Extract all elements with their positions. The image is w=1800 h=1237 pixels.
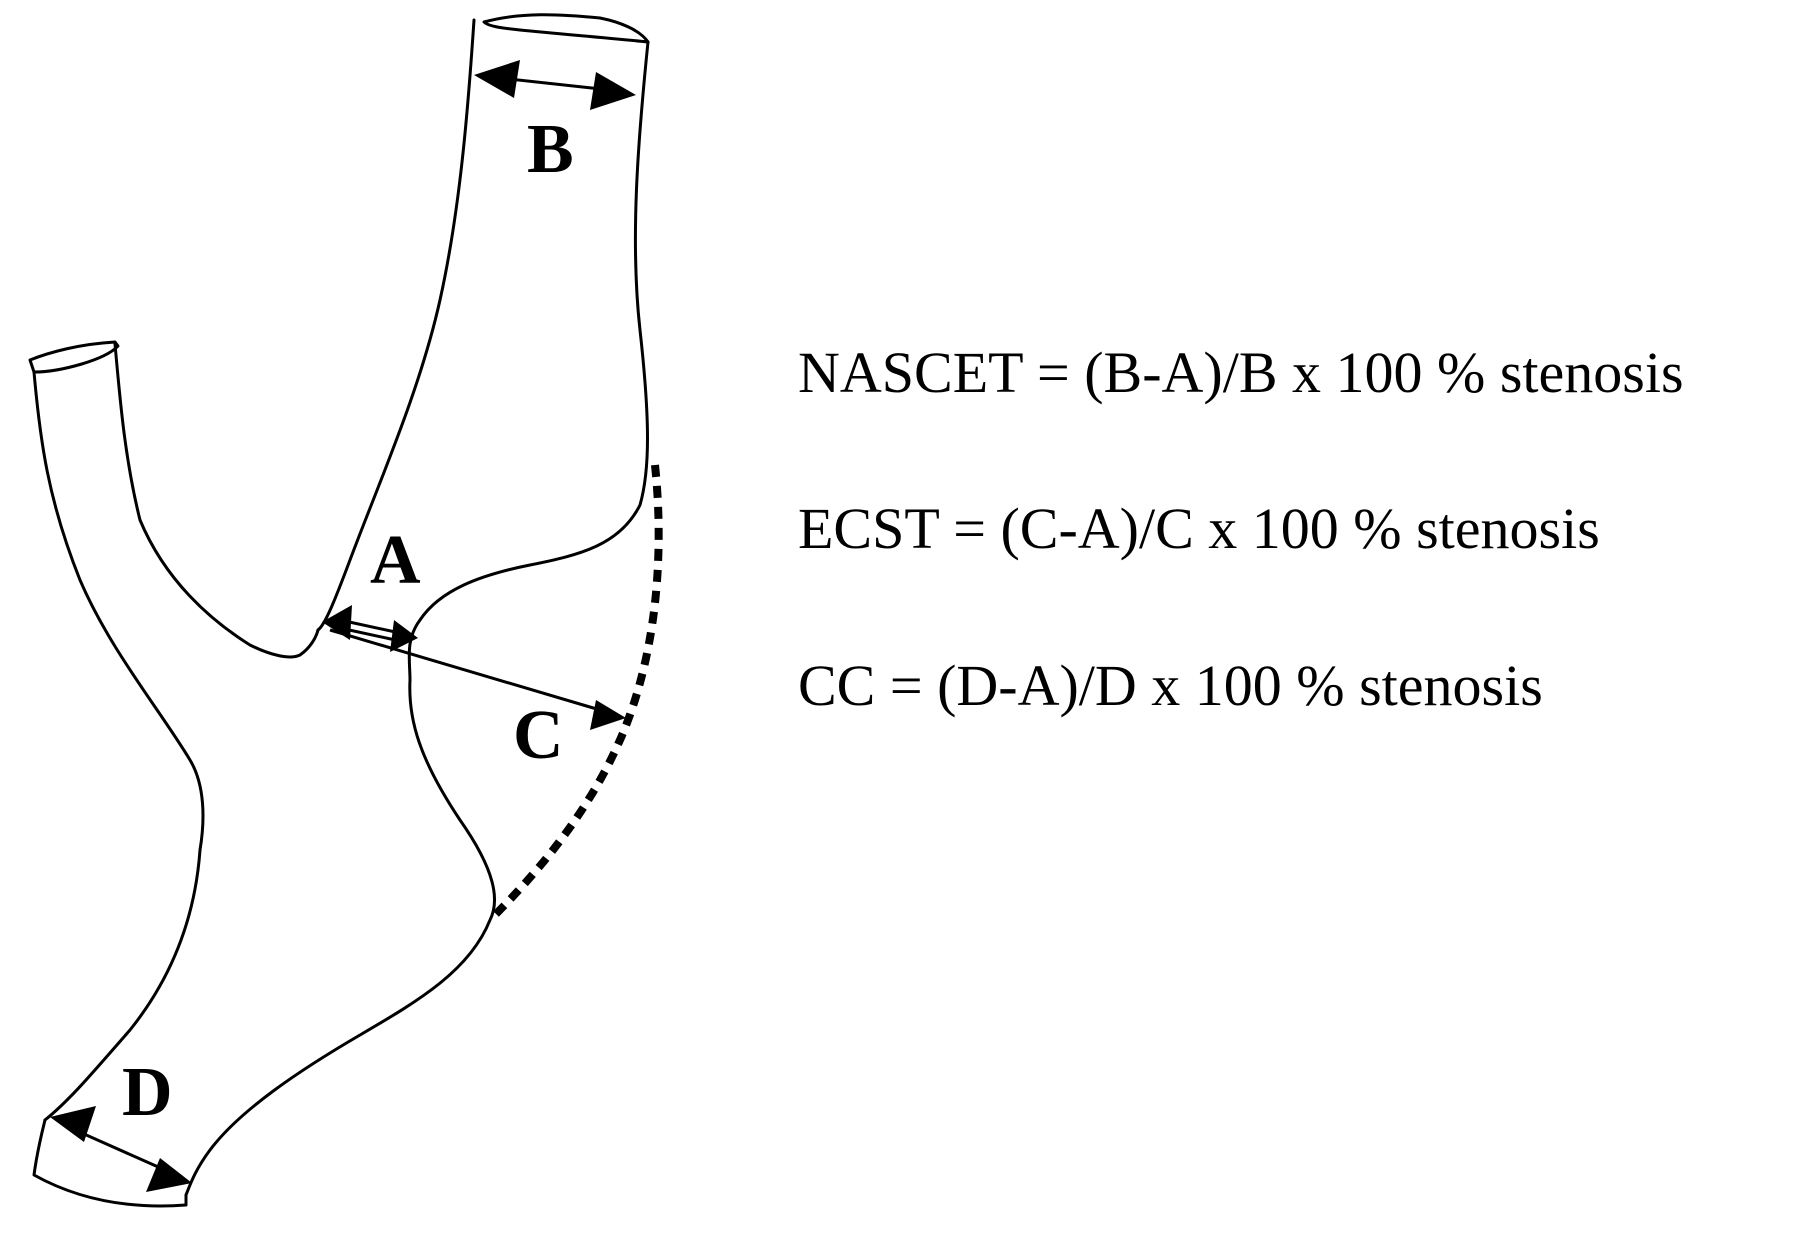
measurement-b-arrow [474, 60, 636, 110]
internal-carotid-vessel [316, 13, 650, 682]
measurement-a-arrow [322, 605, 418, 652]
measurement-c-arrow [329, 628, 626, 730]
formula-cc: CC = (D-A)/D x 100 % stenosis [798, 653, 1543, 718]
formula-ecst: ECST = (C-A)/C x 100 % stenosis [798, 496, 1600, 561]
estimated-bulb-outline [487, 464, 663, 923]
label-c: C [513, 697, 564, 774]
label-d: D [122, 1054, 173, 1131]
external-carotid-vessel [28, 340, 320, 852]
label-b: B [527, 111, 574, 188]
measurement-d-arrow [50, 1106, 192, 1192]
label-a: A [370, 522, 421, 599]
common-carotid-vessel [32, 678, 497, 1208]
formula-nascet: NASCET = (B-A)/B x 100 % stenosis [798, 340, 1684, 405]
